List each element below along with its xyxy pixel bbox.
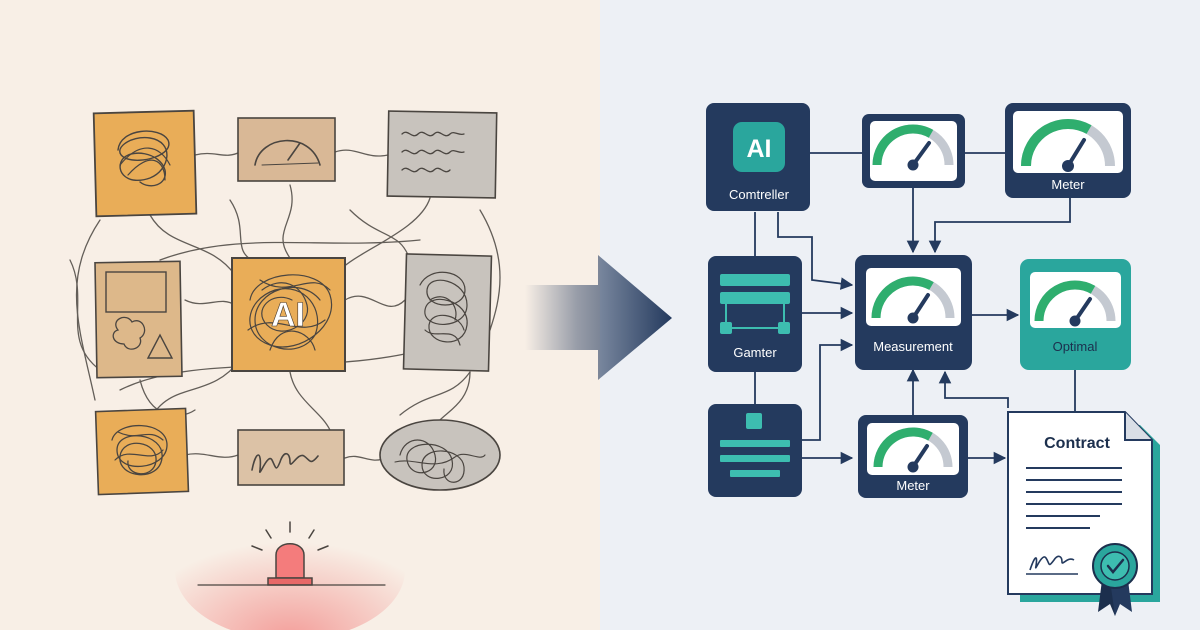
meter-bottom-label: Meter <box>896 478 930 493</box>
measurement-label: Measurement <box>873 339 953 354</box>
sketch-box-middle-right <box>402 253 493 372</box>
sketch-box-bottom-middle <box>237 429 345 486</box>
scribble <box>117 130 170 187</box>
sketch-box-top-right <box>386 110 498 199</box>
optimal-node <box>1020 259 1131 370</box>
meter-node-bottom <box>858 415 968 498</box>
center-ai-text: AI <box>271 296 305 334</box>
sketch-box-middle-left <box>94 260 183 379</box>
signature-icon <box>1029 555 1075 571</box>
gamter-node <box>708 256 802 372</box>
contract-text-lines <box>1026 467 1122 575</box>
sketch-oval-bottom-right <box>379 419 501 491</box>
gauge-icon <box>1021 118 1115 172</box>
gauge-node-top <box>862 114 965 188</box>
gamter-label: Gamter <box>733 345 777 360</box>
ai-badge-text: AI <box>747 135 772 163</box>
gauge-icon <box>1034 280 1116 327</box>
sketch-box-bottom-left <box>94 407 190 496</box>
document-node <box>708 404 802 497</box>
ai-badge <box>733 122 785 172</box>
meter-node-top <box>1005 103 1131 198</box>
certification-seal-icon <box>1092 543 1138 616</box>
sketch-box-top-middle <box>237 117 336 182</box>
diagram-connectors <box>754 152 1076 465</box>
sketch-box-top-left <box>92 109 198 218</box>
optimal-label: Optimal <box>1053 339 1098 354</box>
gauge-icon <box>873 427 953 473</box>
contract-title: Contract <box>1044 435 1110 452</box>
alarm-siren-icon <box>197 521 386 586</box>
chaos-sketch <box>69 109 501 630</box>
contract-document <box>1007 411 1160 616</box>
gauge-icon <box>871 276 955 324</box>
controller-label: Comtreller <box>729 187 790 202</box>
controller-node <box>706 103 810 211</box>
gauge-icon <box>872 124 954 171</box>
measurement-node <box>855 255 972 370</box>
transition-arrow-icon <box>525 255 672 380</box>
center-scribble <box>247 274 333 351</box>
meter-top-label: Meter <box>1051 177 1085 192</box>
